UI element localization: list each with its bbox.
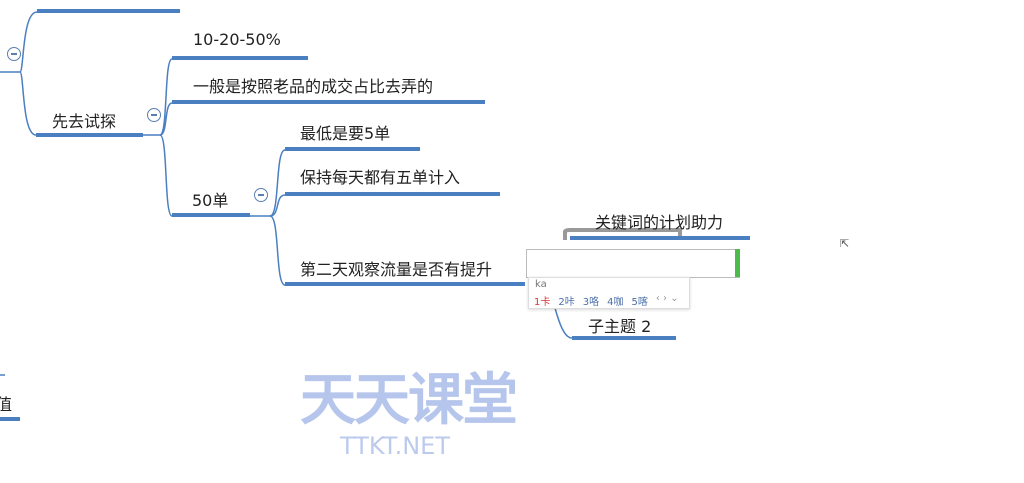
node-edit-input[interactable]: [526, 249, 740, 278]
ime-pinyin: ka: [535, 279, 547, 290]
node-test-first[interactable]: 先去试探: [52, 112, 117, 131]
node-underline: [570, 236, 750, 240]
node-daily-5[interactable]: 保持每天都有五单计入: [300, 168, 461, 187]
node-underline: [572, 336, 676, 340]
node-underline: [172, 213, 250, 217]
node-50[interactable]: 50单: [192, 191, 229, 210]
node-underline: [285, 192, 500, 196]
node-underline: [285, 147, 420, 151]
ime-candidate[interactable]: 2咔: [558, 297, 575, 308]
node-keyword-plan[interactable]: 关键词的计划助力: [595, 213, 724, 232]
node-underline: [36, 133, 143, 137]
watermark-logo: 天天课堂: [300, 368, 518, 433]
node-underline: [172, 100, 485, 104]
node-old-product-ratio[interactable]: 一般是按照老品的成交占比去弄的: [193, 77, 434, 96]
collapse-icon[interactable]: [7, 47, 21, 61]
node-underline: [0, 417, 20, 421]
mouse-cursor-icon: ⇱: [840, 237, 850, 250]
watermark-sub: TTKT.NET: [340, 432, 450, 460]
ime-candidate[interactable]: 5喀: [631, 297, 648, 308]
node-underline: [172, 56, 308, 60]
collapse-icon[interactable]: [147, 108, 161, 122]
node-underline: [37, 9, 180, 13]
ime-candidate-panel: ka 1卡 2咔 3咯 4咖 5喀 ‹ › ⌄: [528, 277, 690, 309]
node-subtopic-2[interactable]: 子主题 2: [588, 317, 652, 336]
ime-page-nav[interactable]: ‹ › ⌄: [655, 293, 679, 304]
ime-candidate[interactable]: 3咯: [582, 297, 600, 308]
collapse-icon[interactable]: [254, 188, 268, 202]
node-observe-traffic[interactable]: 第二天观察流量是否有提升: [300, 260, 493, 279]
resize-handle[interactable]: [735, 249, 740, 277]
ime-candidate[interactable]: 1卡: [534, 297, 551, 308]
node-10-20-50[interactable]: 10-20-50%: [193, 30, 281, 49]
node-min-5[interactable]: 最低是要5单: [300, 124, 391, 143]
node-underline: [285, 282, 525, 286]
ime-candidate[interactable]: 4咖: [607, 297, 624, 308]
node-value[interactable]: 值: [0, 395, 13, 414]
